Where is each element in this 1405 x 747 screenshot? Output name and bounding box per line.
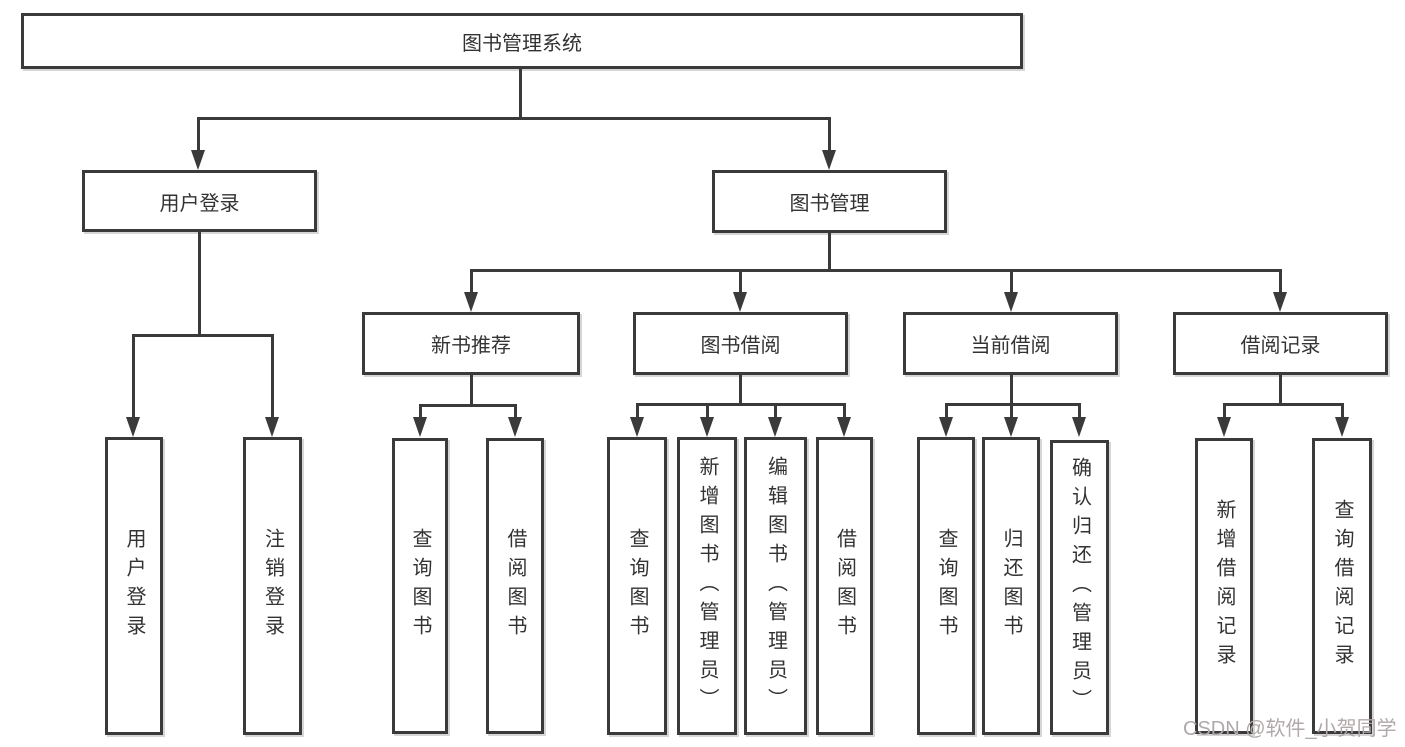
arrow-down-icon <box>1072 417 1086 437</box>
connector-to-book-borrow <box>739 269 742 293</box>
node-new-book-recommend: 新书推荐 <box>362 312 580 375</box>
connector-current-borrow-stub <box>1010 375 1013 405</box>
connector-leaf <box>1078 403 1081 418</box>
leaf-label: 查询借阅记录 <box>1331 499 1353 673</box>
leaf-current-return-books: 归还图书 <box>982 437 1040 735</box>
connector-root-stub <box>519 69 522 117</box>
leaf-new-book-query-books: 查询图书 <box>392 438 448 734</box>
arrow-down-icon <box>464 292 478 312</box>
connector-user-login-rail <box>132 334 274 337</box>
node-book-borrow: 图书借阅 <box>633 312 848 375</box>
arrow-down-icon <box>413 417 427 437</box>
connector-leaf <box>945 403 948 418</box>
connector-to-leaf-user-login <box>132 334 135 417</box>
leaf-add-borrow-record: 新增借阅记录 <box>1195 438 1253 734</box>
leaf-label: 编辑图书（管理员） <box>764 455 787 717</box>
leaf-logout: 注销登录 <box>243 437 302 735</box>
arrow-down-icon <box>768 417 782 437</box>
arrow-down-icon <box>837 417 851 437</box>
connector-leaf <box>774 403 777 418</box>
connector-user-login-stub <box>198 232 201 336</box>
leaf-label: 用户登录 <box>123 528 145 644</box>
leaf-label: 借阅图书 <box>504 528 526 644</box>
connector-leaf <box>706 403 709 418</box>
connector-to-user-login <box>197 117 200 150</box>
leaf-current-query-books: 查询图书 <box>917 437 975 735</box>
node-label: 图书借阅 <box>700 335 781 357</box>
leaf-label: 查询图书 <box>935 528 957 644</box>
arrow-down-icon <box>126 417 140 437</box>
node-label: 图书管理 <box>789 193 870 215</box>
connector-leaf <box>419 404 422 418</box>
node-label: 借阅记录 <box>1240 335 1321 357</box>
arrow-down-icon <box>1004 292 1018 312</box>
connector-book-mgmt-stub <box>828 233 831 271</box>
connector-leaf <box>1010 403 1013 418</box>
arrow-down-icon <box>630 417 644 437</box>
leaf-label: 查询图书 <box>409 528 431 644</box>
connector-borrow-record-stub <box>1279 375 1282 405</box>
leaf-label: 查询图书 <box>626 528 648 644</box>
connector-new-book-stub <box>470 375 473 406</box>
connector-book-borrow-rail <box>636 403 846 406</box>
leaf-label: 确认归还（管理员） <box>1068 457 1091 718</box>
leaf-borrow-edit-books-admin: 编辑图书（管理员） <box>744 437 807 735</box>
arrow-down-icon <box>1335 417 1349 437</box>
leaf-borrow-borrow-books: 借阅图书 <box>816 437 873 735</box>
node-label: 图书管理系统 <box>462 32 582 55</box>
csdn-watermark: CSDN @软件_小贺同学 <box>1183 718 1397 740</box>
leaf-current-confirm-return-admin: 确认归还（管理员） <box>1050 440 1109 735</box>
arrow-down-icon <box>265 417 279 437</box>
node-label: 用户登录 <box>159 192 240 215</box>
connector-book-borrow-stub <box>739 375 742 405</box>
connector-leaf <box>1223 403 1226 418</box>
leaf-label: 新增图书（管理员） <box>696 455 718 717</box>
connector-to-borrow-record <box>1279 269 1282 293</box>
node-library-management-system: 图书管理系统 <box>21 13 1023 69</box>
leaf-label: 归还图书 <box>1000 528 1022 644</box>
leaf-user-login: 用户登录 <box>105 437 163 735</box>
connector-to-leaf-logout <box>271 334 274 417</box>
connector-leaf <box>1341 403 1344 418</box>
connector-borrow-record-rail <box>1223 403 1343 406</box>
node-label: 新书推荐 <box>431 335 511 357</box>
node-current-borrow: 当前借阅 <box>903 312 1118 375</box>
arrow-down-icon <box>700 417 714 437</box>
connector-to-current-borrow <box>1010 269 1013 293</box>
leaf-query-borrow-record: 查询借阅记录 <box>1312 438 1372 734</box>
connector-level2-rail <box>197 117 831 120</box>
arrow-down-icon <box>1273 292 1287 312</box>
arrow-down-icon <box>1004 417 1018 437</box>
node-user-login: 用户登录 <box>82 170 317 232</box>
arrow-down-icon <box>822 150 836 170</box>
connector-level3-rail <box>470 269 1282 272</box>
leaf-label: 注销登录 <box>261 528 284 644</box>
connector-leaf <box>636 403 639 418</box>
node-borrow-records: 借阅记录 <box>1173 312 1388 375</box>
arrow-down-icon <box>191 150 205 170</box>
leaf-borrow-query-books: 查询图书 <box>607 437 667 735</box>
node-book-management: 图书管理 <box>712 170 947 233</box>
connector-leaf <box>843 403 846 418</box>
connector-to-book-mgmt <box>828 117 831 150</box>
arrow-down-icon <box>939 417 953 437</box>
connector-current-borrow-rail <box>945 403 1081 406</box>
connector-leaf <box>514 404 517 418</box>
connector-to-new-book <box>470 269 473 293</box>
leaf-label: 借阅图书 <box>833 528 856 644</box>
node-label: 当前借阅 <box>970 335 1051 357</box>
leaf-borrow-add-books-admin: 新增图书（管理员） <box>677 437 737 735</box>
arrow-down-icon <box>508 417 522 437</box>
connector-new-book-rail <box>419 404 517 407</box>
leaf-new-book-borrow-books: 借阅图书 <box>486 438 544 734</box>
arrow-down-icon <box>1217 417 1231 437</box>
arrow-down-icon <box>733 292 747 312</box>
leaf-label: 新增借阅记录 <box>1213 499 1235 673</box>
